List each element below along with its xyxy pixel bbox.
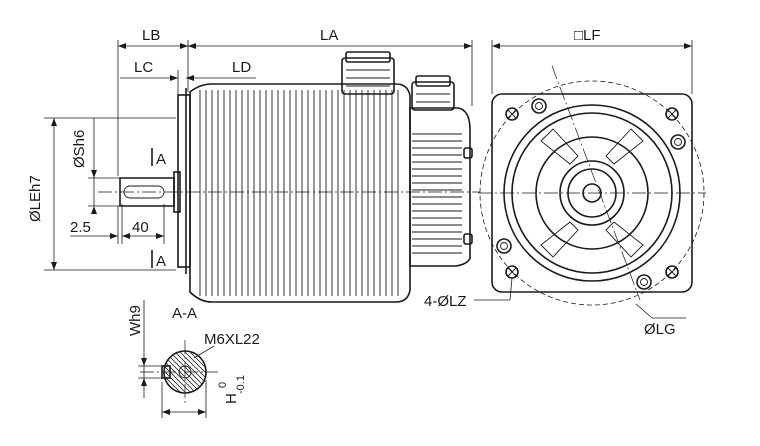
section-marker-a-top: A bbox=[156, 151, 166, 168]
motor-body bbox=[189, 83, 411, 303]
front-view bbox=[478, 65, 706, 306]
label-sh6: ØSh6 bbox=[71, 130, 88, 168]
label-lf: □LF bbox=[574, 27, 601, 44]
section-hatching bbox=[164, 351, 206, 393]
label-lc: LC bbox=[134, 59, 153, 76]
label-la: LA bbox=[320, 27, 338, 44]
label-lz: 4-ØLZ bbox=[424, 293, 467, 310]
label-h-lower-tol: -0.1 bbox=[235, 375, 247, 394]
section-title: A-A bbox=[172, 305, 197, 322]
hole-crosses bbox=[507, 109, 677, 277]
label-2-5: 2.5 bbox=[70, 219, 91, 236]
label-ld: LD bbox=[232, 59, 251, 76]
side-dimensions: LB LA LC LD ØLEh7 ØSh6 A A bbox=[27, 27, 473, 271]
label-40: 40 bbox=[132, 219, 149, 236]
label-h: H bbox=[223, 393, 240, 404]
diagonal-centerline bbox=[551, 65, 641, 301]
label-h-upper-tol: 0 bbox=[217, 382, 229, 388]
front-dimensions: □LF 4-ØLZ ØLG bbox=[424, 27, 693, 338]
section-a-a: A-A M6XL22 Wh9 H 0 -0.1 bbox=[127, 300, 260, 418]
flange-ribs bbox=[540, 128, 644, 258]
bolt-holes bbox=[496, 98, 686, 290]
label-lg: ØLG bbox=[644, 321, 676, 338]
label-lb: LB bbox=[142, 27, 160, 44]
label-wh9: Wh9 bbox=[127, 305, 144, 336]
shaft bbox=[119, 177, 175, 207]
encoder-housing bbox=[409, 75, 473, 267]
cooling-fins bbox=[199, 90, 399, 296]
side-view bbox=[98, 51, 480, 303]
section-marker-a-bottom: A bbox=[156, 253, 166, 270]
label-leh7: ØLEh7 bbox=[27, 175, 44, 222]
power-connector bbox=[341, 51, 395, 95]
label-thread: M6XL22 bbox=[204, 331, 260, 348]
